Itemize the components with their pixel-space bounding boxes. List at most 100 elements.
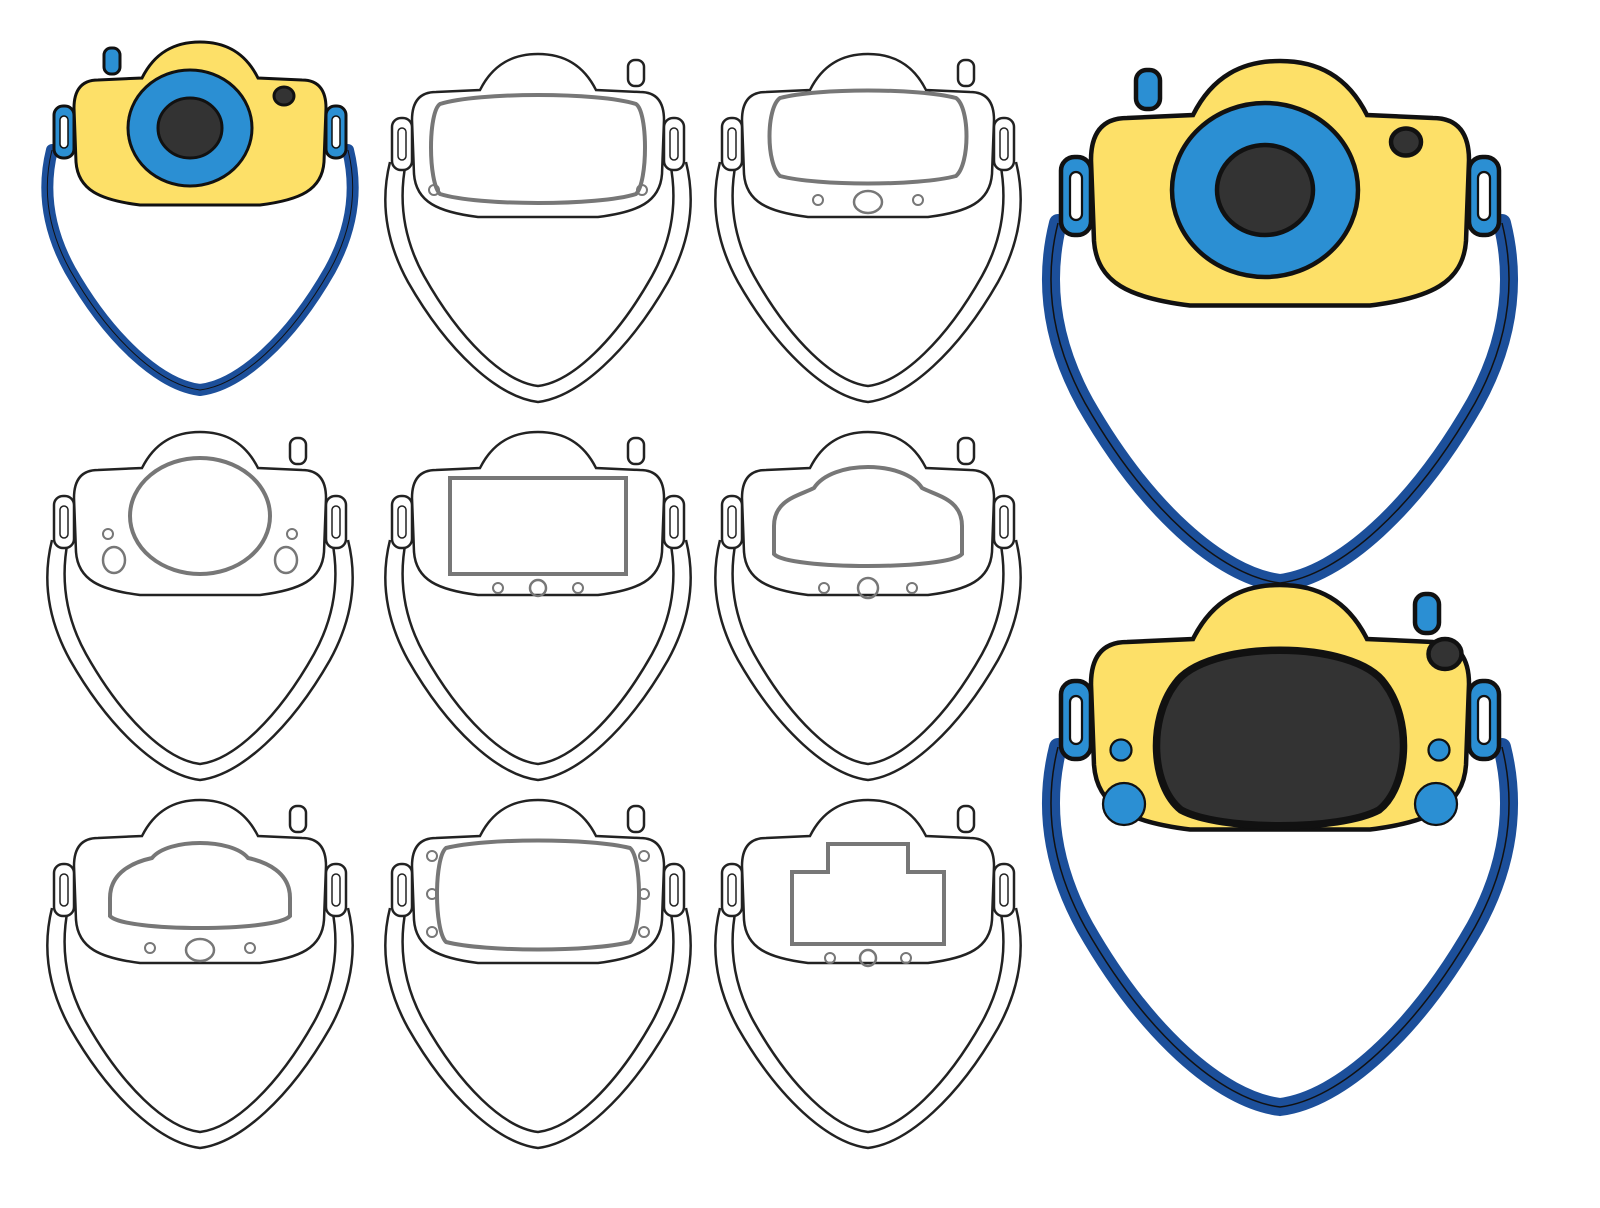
lug-slot <box>397 873 407 907</box>
button-dot <box>1109 738 1133 762</box>
strap-inner <box>401 539 675 766</box>
shutter-knob <box>288 804 308 834</box>
camera-outline <box>384 430 692 782</box>
strap-inner <box>731 907 1005 1134</box>
lug-slot <box>59 115 69 149</box>
side-button <box>101 545 127 575</box>
camera-body <box>72 430 328 597</box>
camera-color <box>41 40 359 397</box>
camera-body <box>410 52 666 219</box>
screen-frame <box>767 88 969 186</box>
button-dot <box>906 582 918 594</box>
shutter-knob <box>1133 67 1163 112</box>
strap-inner <box>731 161 1005 388</box>
button-dot <box>286 528 298 540</box>
button-dot <box>912 194 924 206</box>
button-dot <box>818 582 830 594</box>
button-dot <box>900 952 912 964</box>
shutter-button <box>528 578 548 598</box>
screen-frame <box>108 841 292 930</box>
strap-outer <box>46 539 354 782</box>
button-dot <box>636 184 648 196</box>
camera-outline <box>714 52 1022 404</box>
camera-grid <box>41 40 1518 1150</box>
strap-inner <box>63 907 337 1134</box>
button-dot <box>824 952 836 964</box>
shutter-knob <box>102 46 122 76</box>
shutter-knob <box>288 436 308 466</box>
lug-slot <box>727 127 737 161</box>
strap-outer <box>46 907 354 1150</box>
lug-slot <box>727 505 737 539</box>
strap-edge <box>1050 746 1510 1108</box>
lug-slot <box>669 505 679 539</box>
lug-slot <box>1068 694 1084 746</box>
shutter-knob <box>956 58 976 88</box>
shutter-button <box>856 576 880 600</box>
button-dot <box>244 942 256 954</box>
camera-body <box>72 798 328 965</box>
shutter-knob <box>626 436 646 466</box>
button-dot <box>426 850 438 862</box>
strap-edge <box>46 149 354 391</box>
lug-slot <box>59 873 69 907</box>
side-button <box>1101 781 1147 827</box>
camera-body <box>410 798 666 965</box>
side-button <box>1413 781 1459 827</box>
lug-slot <box>999 127 1009 161</box>
shutter-knob <box>956 804 976 834</box>
shutter-knob <box>626 804 646 834</box>
button-dot <box>426 888 438 900</box>
button-dot <box>426 926 438 938</box>
lens-center <box>1214 142 1316 238</box>
lug-slot <box>999 505 1009 539</box>
lug-slot <box>669 127 679 161</box>
strap-outer <box>384 907 692 1150</box>
screen-dark <box>1152 646 1408 830</box>
lug-slot <box>1476 694 1492 746</box>
strap-inner <box>731 539 1005 766</box>
screen-frame <box>790 842 946 946</box>
screen-frame <box>448 476 628 576</box>
screen-frame <box>429 93 647 205</box>
lug-slot <box>1476 170 1492 222</box>
button-dot <box>1427 738 1451 762</box>
flash-dot <box>1388 126 1424 158</box>
shutter-knob <box>1412 591 1442 636</box>
camera-outline <box>384 798 692 1150</box>
lug-slot <box>397 127 407 161</box>
camera-outline <box>46 430 354 782</box>
lug-slot <box>999 873 1009 907</box>
camera-outline <box>46 798 354 1150</box>
lug-slot <box>331 873 341 907</box>
shutter-button <box>858 948 878 968</box>
screen-frame <box>435 838 641 952</box>
strap-outer <box>714 907 1022 1150</box>
lug-slot <box>727 873 737 907</box>
side-button <box>273 545 299 575</box>
button-dot <box>428 184 440 196</box>
strap-inner <box>63 539 337 766</box>
lug-slot <box>331 505 341 539</box>
camera-outline <box>714 798 1022 1150</box>
shutter-button <box>852 189 884 215</box>
camera-body <box>740 430 996 597</box>
flash-dot <box>1426 636 1464 672</box>
button-dot <box>102 528 114 540</box>
camera-outline <box>384 52 692 404</box>
lens-center <box>156 96 224 160</box>
camera-outline <box>714 430 1022 782</box>
button-dot <box>572 582 584 594</box>
shutter-knob <box>626 58 646 88</box>
strap-inner <box>401 161 675 388</box>
button-dot <box>492 582 504 594</box>
lug-slot <box>331 115 341 149</box>
button-dot <box>638 850 650 862</box>
lug-slot <box>397 505 407 539</box>
strap-outer <box>714 539 1022 782</box>
strap-outer <box>384 161 692 404</box>
camera-color <box>1042 582 1518 1117</box>
button-dot <box>812 194 824 206</box>
lug-slot <box>669 873 679 907</box>
button-dot <box>638 926 650 938</box>
